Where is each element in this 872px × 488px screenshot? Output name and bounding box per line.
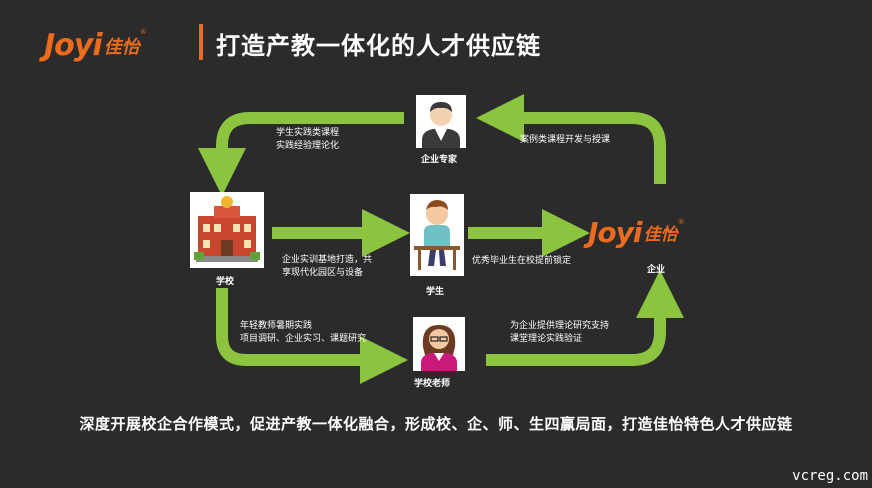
note-line: 项目调研、企业实习、课题研究 (240, 334, 367, 344)
note-teacher-to-company: 为企业提供理论研究支持 课堂理论实践验证 (510, 320, 609, 346)
company-logo-cn: 佳怡 (643, 225, 678, 245)
note-line: 课堂理论实践验证 (510, 334, 583, 344)
note-school-to-student: 企业实训基地打造，共 享现代化园区与设备 (282, 254, 372, 280)
note-line: 实践经验理论化 (276, 141, 340, 151)
company-label: 企业 (647, 265, 666, 275)
note-line: 为企业提供理论研究支持 (510, 321, 610, 331)
note-expert-to-school: 学生实践类课程 实践经验理论化 (276, 127, 339, 153)
arrow-expert-to-school (198, 112, 404, 196)
note-line: 年轻教师暑期实践 (240, 321, 313, 331)
student-label: 学生 (426, 287, 445, 297)
note-line: 优秀毕业生在校提前锁定 (472, 256, 572, 266)
watermark: vcreg.com (792, 468, 868, 484)
school-building-icon (190, 192, 264, 268)
teacher-avatar-icon (413, 317, 465, 371)
student-at-desk-icon (410, 194, 464, 276)
company-logo: Joyi 佳怡 ® (588, 218, 685, 248)
arrow-company-to-expert (476, 94, 666, 184)
page-title: 打造产教一体化的人才供应链 (216, 32, 541, 60)
note-school-to-teacher: 年轻教师暑期实践 项目调研、企业实习、课题研究 (240, 320, 366, 346)
brand-logo: Joyi 佳怡 ® (44, 26, 147, 62)
note-line: 案例类课程开发与授课 (520, 135, 611, 145)
note-line: 学生实践类课程 (276, 128, 340, 138)
title-divider (199, 24, 203, 60)
logo-latin: Joyi (44, 28, 103, 63)
note-company-to-expert: 案例类课程开发与授课 (520, 134, 610, 147)
expert-label: 企业专家 (421, 155, 458, 165)
company-logo-latin: Joyi (588, 216, 643, 249)
note-line: 企业实训基地打造，共 (282, 255, 373, 265)
logo-registered: ® (139, 28, 147, 36)
arrow-school-to-teacher (216, 288, 408, 384)
arrow-teacher-to-company (486, 270, 684, 366)
school-label: 学校 (216, 277, 235, 287)
expert-avatar-icon (416, 95, 466, 148)
summary-text: 深度开展校企合作模式，促进产教一体化融合，形成校、企、师、生四赢局面，打造佳怡特… (79, 415, 793, 433)
company-logo-registered: ® (677, 218, 685, 226)
note-line: 享现代化园区与设备 (282, 268, 364, 278)
note-student-to-company: 优秀毕业生在校提前锁定 (472, 255, 571, 268)
logo-cn: 佳怡 (103, 37, 140, 58)
teacher-label: 学校老师 (414, 379, 451, 389)
